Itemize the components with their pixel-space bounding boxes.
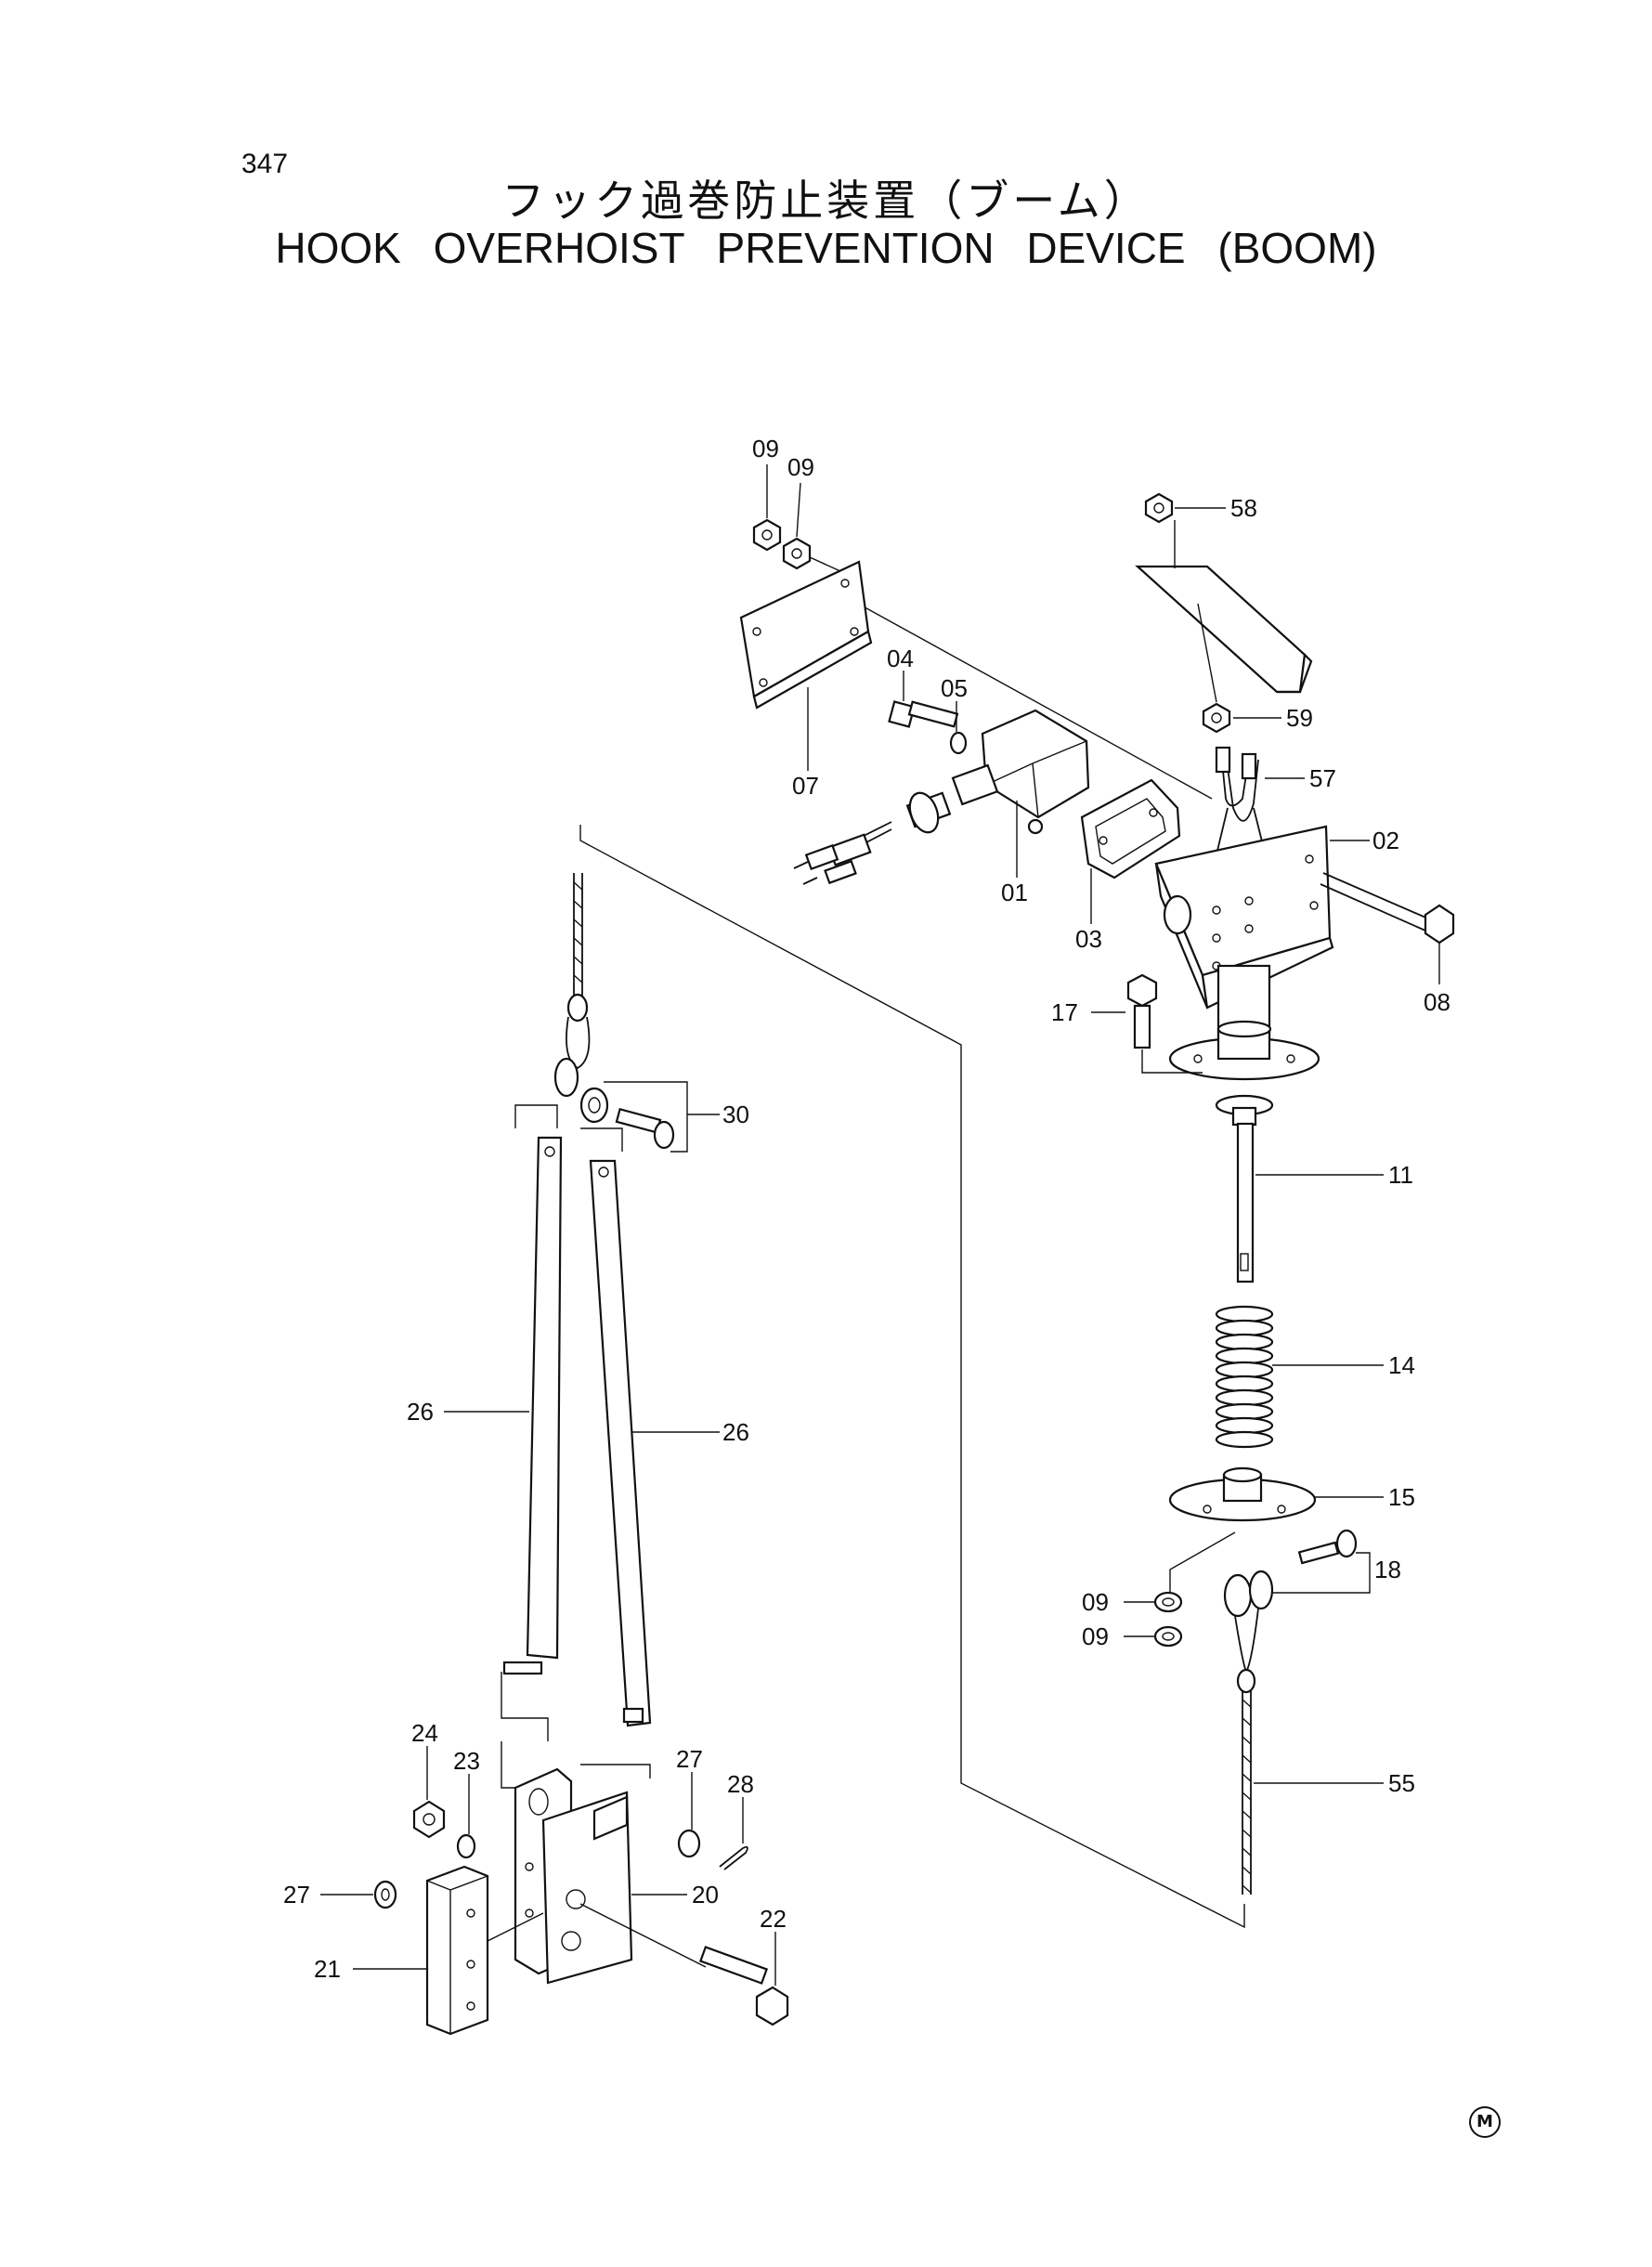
coil-spring-part bbox=[1215, 1305, 1274, 1449]
callout-label: 18 bbox=[1374, 1556, 1401, 1583]
washer-part bbox=[456, 1833, 476, 1859]
page-number: 347 bbox=[241, 149, 289, 179]
assembly-outline-line bbox=[579, 825, 1245, 1929]
cover-shield-part bbox=[1135, 520, 1313, 694]
washer-part bbox=[677, 1829, 701, 1858]
wire-rope-part bbox=[1236, 1668, 1256, 1895]
assembly-outline-line bbox=[849, 598, 1213, 800]
callout-label: 01 bbox=[1001, 879, 1028, 906]
washer-part bbox=[373, 1880, 397, 1909]
clevis-pin-part bbox=[1297, 1529, 1358, 1565]
callout-label: 28 bbox=[727, 1770, 754, 1798]
callout-label: 11 bbox=[1388, 1161, 1413, 1189]
callout-label: 08 bbox=[1424, 988, 1450, 1016]
callout-label: 15 bbox=[1388, 1483, 1415, 1511]
callout-label: 02 bbox=[1372, 827, 1399, 854]
callout-label: 09 bbox=[1082, 1622, 1109, 1650]
callout-label: 58 bbox=[1230, 494, 1257, 522]
nut-part bbox=[1144, 492, 1174, 524]
callout-label: 21 bbox=[314, 1955, 341, 1983]
nut-part bbox=[1153, 1625, 1183, 1648]
callout-label: 59 bbox=[1286, 704, 1313, 732]
bolt-part bbox=[1126, 973, 1158, 1049]
page-title-japanese: フック過巻防止装置（ブーム） bbox=[501, 176, 1151, 226]
wire-rope-part bbox=[566, 873, 591, 1070]
nut-part bbox=[752, 518, 782, 552]
limit-switch-part bbox=[793, 709, 1090, 885]
callout-label: 23 bbox=[453, 1747, 480, 1775]
callout-label: 24 bbox=[411, 1719, 438, 1747]
mounting-plate-part bbox=[739, 560, 873, 710]
bolt-part bbox=[579, 1903, 789, 2026]
washer-part bbox=[949, 731, 968, 755]
shackle-part bbox=[553, 1057, 675, 1150]
callout-label: 09 bbox=[1082, 1588, 1109, 1616]
callout-label: 27 bbox=[676, 1745, 703, 1773]
clamp-plate-part bbox=[425, 1865, 489, 2036]
rod-part bbox=[1215, 1094, 1274, 1283]
cover-plate-part bbox=[1080, 778, 1181, 879]
nut-part bbox=[412, 1800, 446, 1839]
callout-label: 09 bbox=[752, 435, 779, 463]
callout-label: 14 bbox=[1388, 1351, 1415, 1379]
callout-label: 03 bbox=[1075, 925, 1102, 953]
callout-label: 57 bbox=[1309, 764, 1336, 792]
nut-part bbox=[1153, 1591, 1183, 1613]
callout-label: 27 bbox=[283, 1881, 310, 1909]
callout-label: 04 bbox=[887, 645, 914, 672]
callout-label: 30 bbox=[722, 1101, 749, 1128]
nut-part bbox=[782, 537, 812, 570]
callout-label: 26 bbox=[407, 1398, 434, 1426]
spring-seat-part bbox=[1168, 1466, 1317, 1522]
callout-label: 26 bbox=[722, 1418, 749, 1446]
callout-label: 07 bbox=[792, 772, 819, 800]
clamp-block-part bbox=[514, 1767, 633, 1985]
bolt-part bbox=[1320, 872, 1455, 945]
split-pin-part bbox=[719, 1845, 748, 1870]
page-title-english: HOOK OVERHOIST PREVENTION DEVICE (BOOM) bbox=[275, 224, 1377, 272]
callout-label: 17 bbox=[1051, 998, 1078, 1026]
callout-label: 22 bbox=[760, 1905, 787, 1933]
callout-label: 55 bbox=[1388, 1769, 1415, 1797]
link-rod-part bbox=[502, 1136, 652, 1727]
nut-part bbox=[1202, 702, 1231, 734]
u-bolt-part bbox=[1215, 746, 1268, 865]
callout-label: 05 bbox=[941, 674, 968, 702]
callout-label: 09 bbox=[787, 453, 814, 481]
bolt-part bbox=[888, 700, 959, 728]
cable-eye-part bbox=[1223, 1570, 1274, 1674]
tube-flange-part bbox=[1168, 964, 1320, 1081]
registered-mark-icon: M bbox=[1469, 2106, 1501, 2138]
callout-label: 20 bbox=[692, 1881, 719, 1909]
